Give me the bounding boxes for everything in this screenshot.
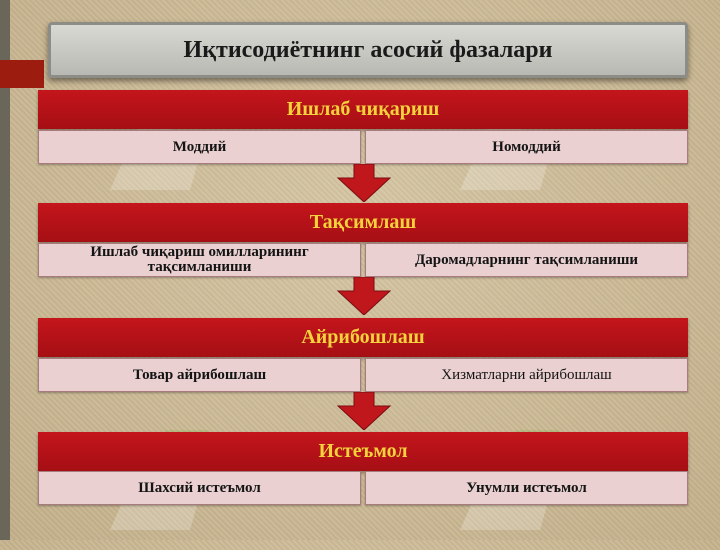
phase-header-label: Истеъмол [318, 440, 408, 462]
phase-header-production: Ишлаб чиқариш [38, 90, 688, 129]
phase-header-distribution: Тақсимлаш [38, 203, 688, 242]
phase-sub-box-factor-distribution: Ишлаб чиқариш омилларининг тақсимланиши [38, 243, 361, 277]
phase-header-consumption: Истеъмол [38, 432, 688, 471]
phase-header-label: Тақсимлаш [309, 211, 417, 233]
phase-sub-box-productive-consumption: Унумли истеъмол [365, 471, 688, 505]
phase-sub-box-income-distribution: Даромадларнинг тақсимланиши [365, 243, 688, 277]
down-arrow-icon [336, 392, 392, 430]
page-title: Иқтисодиётнинг асосий фазалари [183, 36, 553, 63]
phase-sub-box-material: Моддий [38, 130, 361, 164]
left-decorative-bar [0, 0, 10, 540]
title-box: Иқтисодиётнинг асосий фазалари [48, 22, 688, 78]
phase-sub-box-services-exchange: Хизматларни айрибошлаш [365, 358, 688, 392]
phase-sub-box-personal-consumption: Шахсий истеъмол [38, 471, 361, 505]
phase-sub-box-goods-exchange: Товар айрибошлаш [38, 358, 361, 392]
down-arrow-icon [336, 164, 392, 202]
left-red-tab [0, 60, 44, 88]
down-arrow-icon [336, 277, 392, 315]
phase-header-exchange: Айрибошлаш [38, 318, 688, 357]
phase-header-label: Айрибошлаш [301, 326, 425, 348]
phase-header-label: Ишлаб чиқариш [286, 98, 440, 120]
phase-sub-box-nonmaterial: Номоддий [365, 130, 688, 164]
